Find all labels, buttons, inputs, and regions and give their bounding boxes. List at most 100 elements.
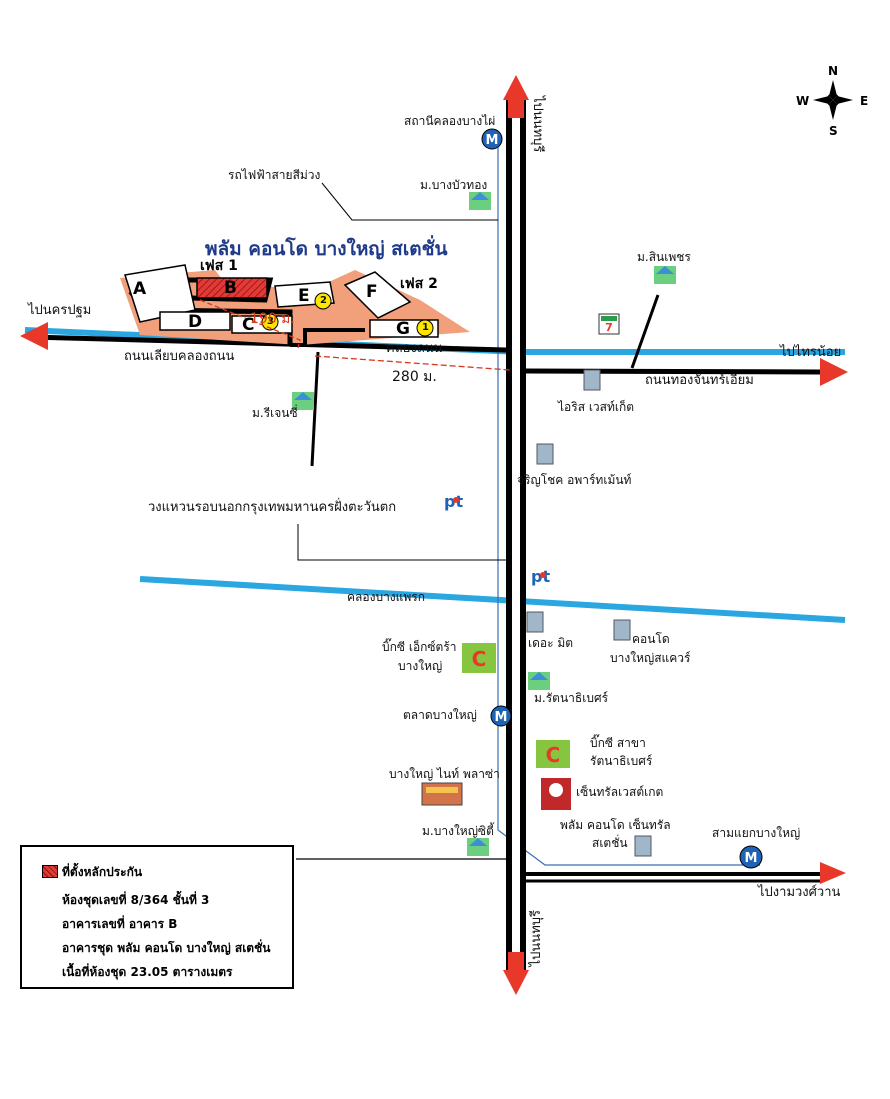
label-talat-bangyai: ตลาดบางใหญ่ bbox=[403, 708, 477, 722]
label-plum-central-2: สเตชั่น bbox=[592, 836, 628, 850]
label-bigc-branch: บิ๊กซี สาขา bbox=[590, 736, 646, 750]
legend-title: ที่ตั้งหลักประกัน bbox=[62, 865, 143, 879]
distance-190-label: 190 ม. bbox=[250, 311, 295, 327]
label-condo-bangyai: คอนโด bbox=[632, 632, 670, 646]
house-icon-sinphet bbox=[654, 266, 676, 284]
metro-icon-talat-bangyai: M bbox=[490, 705, 512, 727]
road-west bbox=[29, 334, 507, 353]
compass-w: W bbox=[796, 94, 810, 108]
bigc-icon-extra: C bbox=[462, 643, 496, 673]
house-icon-regent bbox=[292, 392, 314, 410]
metro-icon-sam-yaek: M bbox=[739, 845, 763, 869]
label-night-plaza: บางใหญ่ ไนท์ พลาซ่า bbox=[389, 767, 500, 781]
building-d-label: D bbox=[188, 312, 203, 332]
arrow-east-bottom bbox=[820, 862, 846, 884]
building-g-label: G bbox=[396, 319, 410, 339]
metro-icon-khlong-bang-phai: M bbox=[481, 128, 503, 150]
label-condo-bangyai-2: บางใหญ่สแควร์ bbox=[610, 651, 691, 665]
arrow-north bbox=[503, 75, 529, 100]
tower-icon-plum-central bbox=[634, 835, 652, 857]
arrow-west bbox=[20, 322, 48, 350]
label-road-liap-khlong: ถนนเลียบคลองถนน bbox=[124, 349, 235, 364]
house-icon-bang-bua-thong bbox=[469, 192, 491, 210]
label-ring-road: วงแหวนรอบนอกกรุงเทพมหานครฝั่งตะวันตก bbox=[148, 500, 397, 515]
house-icon-bangyai-city bbox=[467, 838, 489, 856]
label-charoenchok: จริญโชค อพาร์ทเม้นท์ bbox=[517, 473, 632, 487]
building-b-label: B bbox=[224, 278, 237, 298]
arrow-east bbox=[820, 358, 848, 386]
label-purple-line: รถไฟฟ้าสายสีม่วง bbox=[228, 168, 321, 182]
badge-e bbox=[314, 292, 332, 310]
badge-c-label: 3 bbox=[267, 316, 274, 327]
compass-icon bbox=[813, 80, 853, 120]
label-plum-central: พลัม คอนโด เซ็นทรัล bbox=[560, 818, 671, 832]
label-sinphet: ม.สินเพชร bbox=[637, 250, 691, 264]
svg-text:C: C bbox=[472, 647, 487, 671]
label-regent: ม.รีเจนซี่ bbox=[252, 406, 298, 420]
badge-g bbox=[416, 319, 434, 337]
label-bang-bua-thong: ม.บางบัวทอง bbox=[420, 178, 488, 192]
bigc-icon-branch: C bbox=[536, 740, 570, 768]
legend-line-3: อาคารชุด พลัม คอนโด บางใหญ่ สเตชั่น bbox=[62, 941, 271, 955]
svg-text:M: M bbox=[745, 851, 758, 866]
legend-line-2: อาคารเลขที่ อาคาร B bbox=[62, 917, 178, 931]
road-top-label: ไปนนทบุรี bbox=[530, 96, 545, 153]
badge-g-label: 1 bbox=[422, 322, 429, 333]
ptt-icon-2: pt bbox=[531, 567, 550, 586]
tower-icon-condo-bangyai bbox=[613, 619, 631, 641]
label-to-ngamwongwan: ไปงามวงศ์วาน bbox=[758, 885, 841, 900]
house-icon-rattanathibet bbox=[528, 672, 550, 690]
label-road-thongjan: ถนนทองจันทร์เอียม bbox=[645, 373, 754, 388]
building-b bbox=[196, 277, 268, 299]
arrow-south bbox=[503, 970, 529, 995]
label-bigc-extra: บิ๊กซี เอ็กซ์ตร้า bbox=[382, 640, 457, 654]
road-bottom-label: ไปนนทบุรี bbox=[529, 910, 544, 967]
label-bigc-branch-2: รัตนาธิเบศร์ bbox=[590, 754, 653, 768]
label-khlong-bang-phai: สถานีคลองบางไผ่ bbox=[404, 114, 496, 128]
night-plaza-icon bbox=[421, 782, 463, 806]
svg-text:7: 7 bbox=[605, 321, 613, 334]
collateral-swatch bbox=[42, 865, 58, 878]
road-east bbox=[525, 368, 821, 375]
legend-line-1: ห้องชุดเลขที่ 8/364 ชั้นที่ 3 bbox=[62, 893, 210, 907]
phase-1-label: เฟส 1 bbox=[200, 258, 238, 274]
legend-box: ที่ตั้งหลักประกัน ห้องชุดเลขที่ 8/364 ชั… bbox=[20, 845, 294, 989]
canal-khlong-bang-phraek bbox=[139, 576, 846, 623]
label-khlong-bang-phraek: คลองบางแพรก bbox=[347, 590, 426, 604]
building-c-label: C bbox=[242, 315, 255, 335]
compass-e: E bbox=[860, 94, 869, 108]
building-f-label: F bbox=[366, 282, 378, 302]
label-the-mit: เดอะ มิต bbox=[528, 636, 574, 650]
tower-icon-charoenchok bbox=[536, 443, 554, 465]
building-e-label: E bbox=[298, 286, 310, 306]
svg-text:M: M bbox=[495, 710, 508, 725]
compass-n: N bbox=[828, 64, 839, 78]
legend-line-4: เนื้อที่ห้องชุด 23.05 ตารางเมตร bbox=[62, 965, 233, 979]
distance-280-label: 280 ม. bbox=[392, 369, 437, 385]
building-d bbox=[159, 311, 231, 331]
page-title: พลัม คอนโด บางใหญ่ สเตชั่น bbox=[205, 238, 448, 260]
seven-eleven-icon: 7 bbox=[598, 313, 620, 335]
ptt-icon-1: pt bbox=[444, 492, 463, 511]
badge-c bbox=[261, 313, 279, 331]
compass-s: S bbox=[829, 124, 838, 138]
label-sam-yaek: สามแยกบางใหญ่ bbox=[712, 826, 801, 840]
badge-e-label: 2 bbox=[320, 295, 327, 306]
label-khlong-thanon: คลองถนน bbox=[386, 341, 443, 356]
label-bigc-extra-2: บางใหญ่ bbox=[398, 659, 443, 673]
building-a-label: A bbox=[133, 279, 147, 299]
building-f bbox=[343, 271, 412, 319]
phase-2-label: เฟส 2 bbox=[400, 276, 438, 292]
building-a bbox=[124, 264, 196, 323]
label-to-sai-noi: ไปไทรน้อย bbox=[780, 345, 842, 360]
distance-190 bbox=[199, 299, 301, 349]
svg-text:C: C bbox=[546, 743, 561, 767]
svg-text:M: M bbox=[486, 133, 499, 148]
tower-icon-iris bbox=[583, 369, 601, 391]
central-icon bbox=[541, 778, 571, 810]
label-central: เซ็นทรัลเวสต์เกต bbox=[576, 785, 664, 799]
label-bangyai-city: ม.บางใหญ่ซิตี้ bbox=[422, 824, 494, 838]
distance-280 bbox=[314, 355, 511, 371]
label-rattanathibet: ม.รัตนาธิเบศร์ bbox=[534, 691, 609, 705]
label-to-nakhon-pathom: ไปนครปฐม bbox=[28, 303, 92, 318]
